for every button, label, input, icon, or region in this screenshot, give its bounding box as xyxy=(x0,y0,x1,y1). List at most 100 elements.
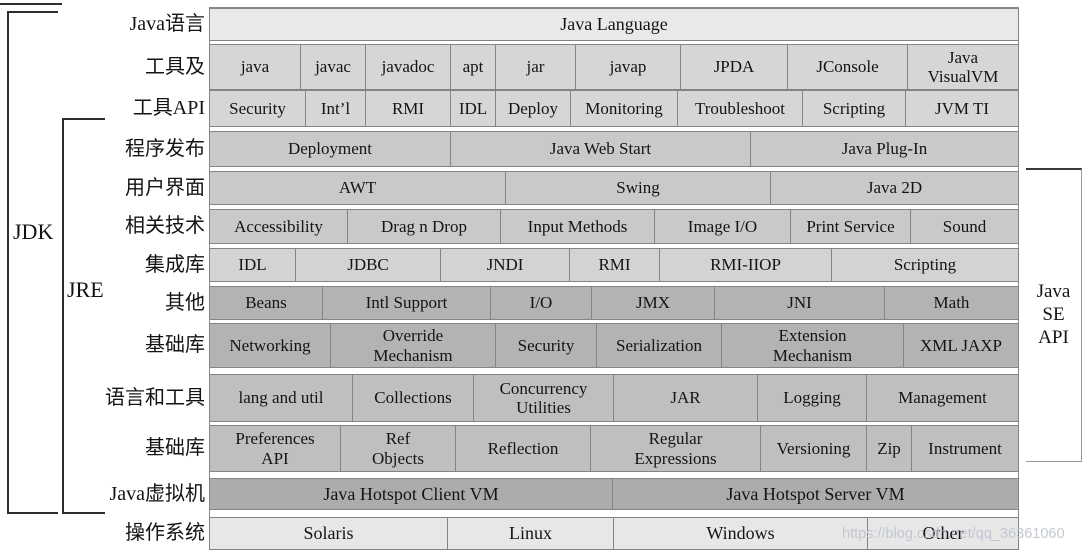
grid-cell: Swing xyxy=(505,172,770,204)
grid-cell: Java Language xyxy=(210,9,1018,40)
grid-cell: JVM TI xyxy=(905,91,1018,126)
row-label: 基础库 xyxy=(145,437,205,459)
grid-cell: Java 2D xyxy=(770,172,1018,204)
row-label: 集成库 xyxy=(145,254,205,276)
grid-cell: Concurrency Utilities xyxy=(473,375,613,421)
component-grid: Java Language java javac javadoc apt jar… xyxy=(209,0,1021,560)
grid-cell: Management xyxy=(866,375,1018,421)
grid-cell: Extension Mechanism xyxy=(721,324,903,367)
grid-cell: Java Hotspot Server VM xyxy=(612,479,1018,509)
grid-row-deployment: Deployment Java Web Start Java Plug-In xyxy=(209,131,1019,167)
grid-cell: Preferences API xyxy=(210,426,340,471)
row-label: 程序发布 xyxy=(125,138,205,160)
grid-row-integration-libs: IDL JDBC JNDI RMI RMI-IIOP Scripting xyxy=(209,248,1019,282)
row-label: 相关技术 xyxy=(125,215,205,237)
java-se-api-bracket: Java SE API xyxy=(1026,168,1082,462)
grid-cell: Accessibility xyxy=(210,210,347,243)
row-label: 工具及 xyxy=(145,56,205,78)
grid-cell: Linux xyxy=(447,518,613,549)
grid-cell: javac xyxy=(300,45,365,89)
grid-cell: Deploy xyxy=(495,91,570,126)
grid-cell: Print Service xyxy=(790,210,910,243)
grid-cell: JAR xyxy=(613,375,757,421)
grid-cell: Math xyxy=(884,287,1018,319)
grid-row-other-libs: Beans Intl Support I/O JMX JNI Math xyxy=(209,286,1019,320)
grid-row-base-libs-2: Preferences API Ref Objects Reflection R… xyxy=(209,425,1019,472)
grid-cell: javap xyxy=(575,45,680,89)
grid-cell: Serialization xyxy=(596,324,721,367)
grid-cell: AWT xyxy=(210,172,505,204)
grid-cell: Sound xyxy=(910,210,1018,243)
grid-cell: Beans xyxy=(210,287,322,319)
outer-bracket-line xyxy=(0,3,62,5)
row-label: 语言和工具 xyxy=(105,387,205,409)
grid-cell: RMI xyxy=(365,91,450,126)
grid-cell: Collections xyxy=(352,375,473,421)
grid-cell: JMX xyxy=(591,287,714,319)
jdk-bracket xyxy=(7,11,58,514)
grid-cell: Other xyxy=(867,518,1018,549)
grid-row-ui-toolkits: AWT Swing Java 2D xyxy=(209,171,1019,205)
grid-cell: Zip xyxy=(866,426,911,471)
grid-cell: JNDI xyxy=(440,249,569,281)
row-label: 工具API xyxy=(132,97,205,119)
row-label: 其他 xyxy=(165,292,205,314)
grid-row-java-language: Java Language xyxy=(209,8,1019,41)
grid-cell: Java Web Start xyxy=(450,132,750,166)
grid-cell: Logging xyxy=(757,375,866,421)
grid-cell: Input Methods xyxy=(500,210,654,243)
grid-cell: Versioning xyxy=(760,426,866,471)
grid-row-os: Solaris Linux Windows Other xyxy=(209,517,1019,550)
grid-cell: Regular Expressions xyxy=(590,426,760,471)
grid-cell: lang and util xyxy=(210,375,352,421)
grid-cell: XML JAXP xyxy=(903,324,1018,367)
grid-cell: Int’l xyxy=(305,91,365,126)
grid-cell: Drag n Drop xyxy=(347,210,500,243)
grid-cell: Java Plug-In xyxy=(750,132,1018,166)
grid-cell: Scripting xyxy=(802,91,905,126)
grid-cell: Troubleshoot xyxy=(677,91,802,126)
grid-cell: Intl Support xyxy=(322,287,490,319)
grid-row-lang-util: lang and util Collections Concurrency Ut… xyxy=(209,374,1019,422)
jre-bracket xyxy=(62,118,105,514)
grid-cell: java xyxy=(210,45,300,89)
grid-cell: I/O xyxy=(490,287,591,319)
grid-cell: Security xyxy=(210,91,305,126)
jre-label: JRE xyxy=(65,277,106,303)
grid-row-jvm: Java Hotspot Client VM Java Hotspot Serv… xyxy=(209,478,1019,510)
row-label: Java虚拟机 xyxy=(109,483,205,505)
grid-cell: Reflection xyxy=(455,426,590,471)
grid-cell: Image I/O xyxy=(654,210,790,243)
grid-cell: jar xyxy=(495,45,575,89)
grid-cell: apt xyxy=(450,45,495,89)
java-se-api-label: Java SE API xyxy=(1036,281,1071,348)
grid-cell: Scripting xyxy=(831,249,1018,281)
grid-cell: javadoc xyxy=(365,45,450,89)
grid-row-tools: java javac javadoc apt jar javap JPDA JC… xyxy=(209,44,1019,90)
grid-cell: IDL xyxy=(450,91,495,126)
grid-cell: IDL xyxy=(210,249,295,281)
grid-row-tool-apis: Security Int’l RMI IDL Deploy Monitoring… xyxy=(209,90,1019,127)
grid-cell: Solaris xyxy=(210,518,447,549)
row-label: 基础库 xyxy=(145,334,205,356)
grid-cell: Windows xyxy=(613,518,867,549)
watermark: https://blog.csdn.net/qq_36361060 xyxy=(842,526,1065,542)
grid-cell: RMI-IIOP xyxy=(659,249,831,281)
row-label: Java语言 xyxy=(129,13,205,35)
grid-cell: Networking xyxy=(210,324,330,367)
grid-cell: Java VisualVM xyxy=(907,45,1018,89)
grid-cell: JConsole xyxy=(787,45,907,89)
grid-cell: JNI xyxy=(714,287,884,319)
grid-row-related-tech: Accessibility Drag n Drop Input Methods … xyxy=(209,209,1019,244)
grid-cell: JDBC xyxy=(295,249,440,281)
grid-cell: Monitoring xyxy=(570,91,677,126)
grid-cell: RMI xyxy=(569,249,659,281)
grid-cell: Deployment xyxy=(210,132,450,166)
grid-cell: Instrument xyxy=(911,426,1018,471)
grid-row-base-libs: Networking Override Mechanism Security S… xyxy=(209,323,1019,368)
jdk-label: JDK xyxy=(11,219,56,245)
grid-cell: Override Mechanism xyxy=(330,324,495,367)
grid-cell: Security xyxy=(495,324,596,367)
row-label: 用户界面 xyxy=(125,177,205,199)
